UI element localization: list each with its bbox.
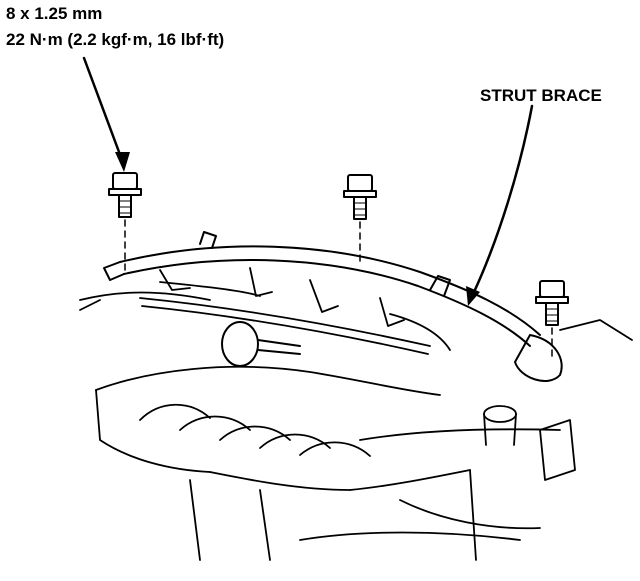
bolt-leader-arrow: [82, 56, 130, 172]
hose-assembly: [139, 281, 451, 355]
brace-leader-arrow: [466, 104, 534, 306]
canister: [221, 321, 301, 367]
bolt-left: [108, 172, 142, 276]
engine-block: [79, 291, 633, 561]
brace-brackets: [159, 267, 405, 327]
strut-brace: [103, 231, 563, 382]
bolt-right: [535, 280, 569, 361]
bolt-size-label: 8 x 1.25 mm: [6, 4, 103, 23]
bolt-center: [343, 174, 377, 263]
strut-brace-label: STRUT BRACE: [480, 86, 602, 105]
bolt-torque-label: 22 N·m (2.2 kgf·m, 16 lbf·ft): [6, 30, 225, 49]
